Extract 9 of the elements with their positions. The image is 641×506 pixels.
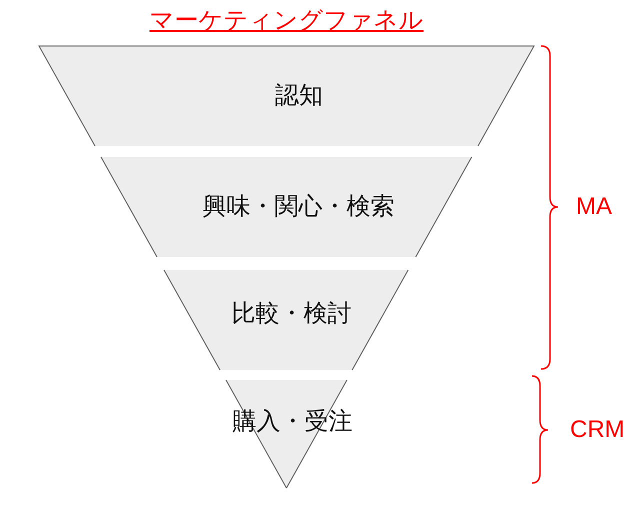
stage-label: 興味・関心・検索 bbox=[202, 193, 394, 221]
diagram-title: マーケティングファネル bbox=[150, 7, 424, 35]
funnel-segment bbox=[39, 46, 534, 146]
bracket-label: MA bbox=[576, 193, 612, 221]
stage-label: 認知 bbox=[275, 82, 323, 110]
stage-label: 比較・検討 bbox=[231, 300, 352, 328]
bracket-label: CRM bbox=[570, 416, 625, 444]
funnel-segment bbox=[164, 270, 409, 370]
funnel-segment bbox=[101, 157, 472, 257]
